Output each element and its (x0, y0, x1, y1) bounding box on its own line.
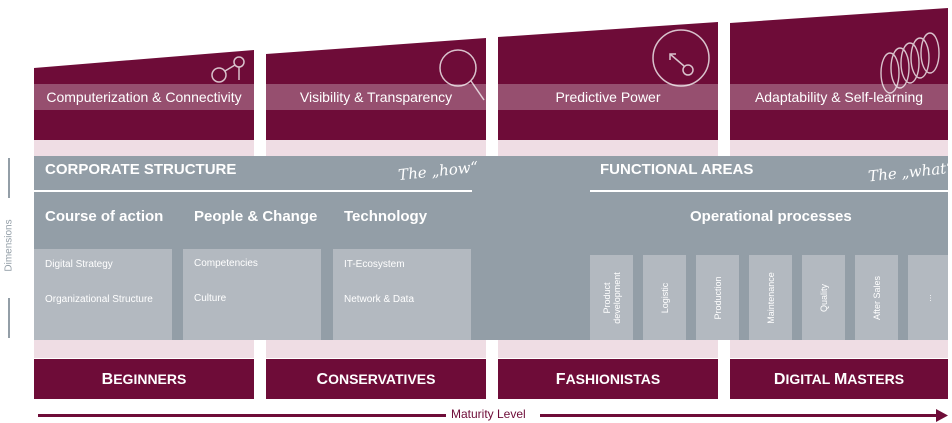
corporate-structure-title: CORPORATE STRUCTURE (45, 161, 237, 178)
process-column: Quality (802, 255, 845, 340)
gauge-icon (652, 29, 710, 87)
process-label: Maintenance (765, 271, 776, 324)
maturity-level-fashionistas: FASHIONISTAS (498, 359, 718, 399)
operational-processes-title: Operational processes (690, 208, 852, 225)
maturity-level-digital-masters: DIGITAL MASTERS (730, 359, 948, 399)
stage-label: Predictive Power (555, 89, 661, 105)
list-item: IT-Ecosystem (344, 259, 405, 270)
process-column: ... (908, 255, 948, 340)
card-people-change (183, 249, 321, 340)
process-column: After Sales (855, 255, 898, 340)
column-title-people-change: People & Change (194, 208, 318, 225)
dimensions-bracket-bottom (8, 298, 10, 338)
process-column: Product development (590, 255, 633, 340)
list-item: Network & Data (344, 294, 415, 305)
list-item: Culture (194, 293, 227, 304)
list-item: Competencies (194, 258, 258, 269)
functional-areas-title: FUNCTIONAL AREAS (600, 161, 754, 178)
process-label: Product development (601, 271, 622, 324)
column-title-technology: Technology (344, 208, 428, 225)
process-label: After Sales (871, 275, 882, 320)
list-item: Organizational Structure (45, 294, 153, 305)
dimensions-label: Dimensions (3, 219, 15, 272)
connection-icon (211, 56, 245, 83)
process-column: Production (696, 255, 739, 340)
spring-icon (880, 32, 940, 94)
card-course-of-action (34, 249, 172, 340)
list-item: Digital Strategy (45, 259, 113, 270)
stage-header-shape (498, 22, 718, 140)
stage-label: Computerization & Connectivity (46, 89, 242, 105)
arrow-right-icon (936, 409, 948, 422)
maturity-axis-label: Maturity Level (451, 407, 526, 421)
column-title-course-of-action: Course of action (45, 208, 164, 225)
process-label: Quality (818, 283, 829, 312)
process-label: Logistic (659, 282, 670, 313)
corporate-underline (34, 190, 472, 192)
maturity-axis-line-right (540, 414, 940, 417)
maturity-axis-line-left (38, 414, 446, 417)
maturity-level-beginners: BEGINNERS (34, 359, 254, 399)
stage-label: Adaptability & Self-learning (754, 89, 924, 105)
dimensions-bracket-top (8, 158, 10, 198)
dimensions-band (34, 156, 948, 248)
card-technology (333, 249, 471, 340)
functional-underline (590, 190, 948, 192)
maturity-level-conservatives: CONSERVATIVES (266, 359, 486, 399)
stage-header-shape (34, 50, 254, 140)
stage-header-shape (266, 38, 486, 140)
magnifier-icon (439, 49, 485, 101)
process-label: ... (923, 293, 933, 302)
process-column: Maintenance (749, 255, 792, 340)
process-label: Production (712, 275, 723, 320)
stage-label: Visibility & Transparency (299, 89, 453, 105)
process-column: Logistic (643, 255, 686, 340)
stage-header-shape (730, 8, 948, 140)
